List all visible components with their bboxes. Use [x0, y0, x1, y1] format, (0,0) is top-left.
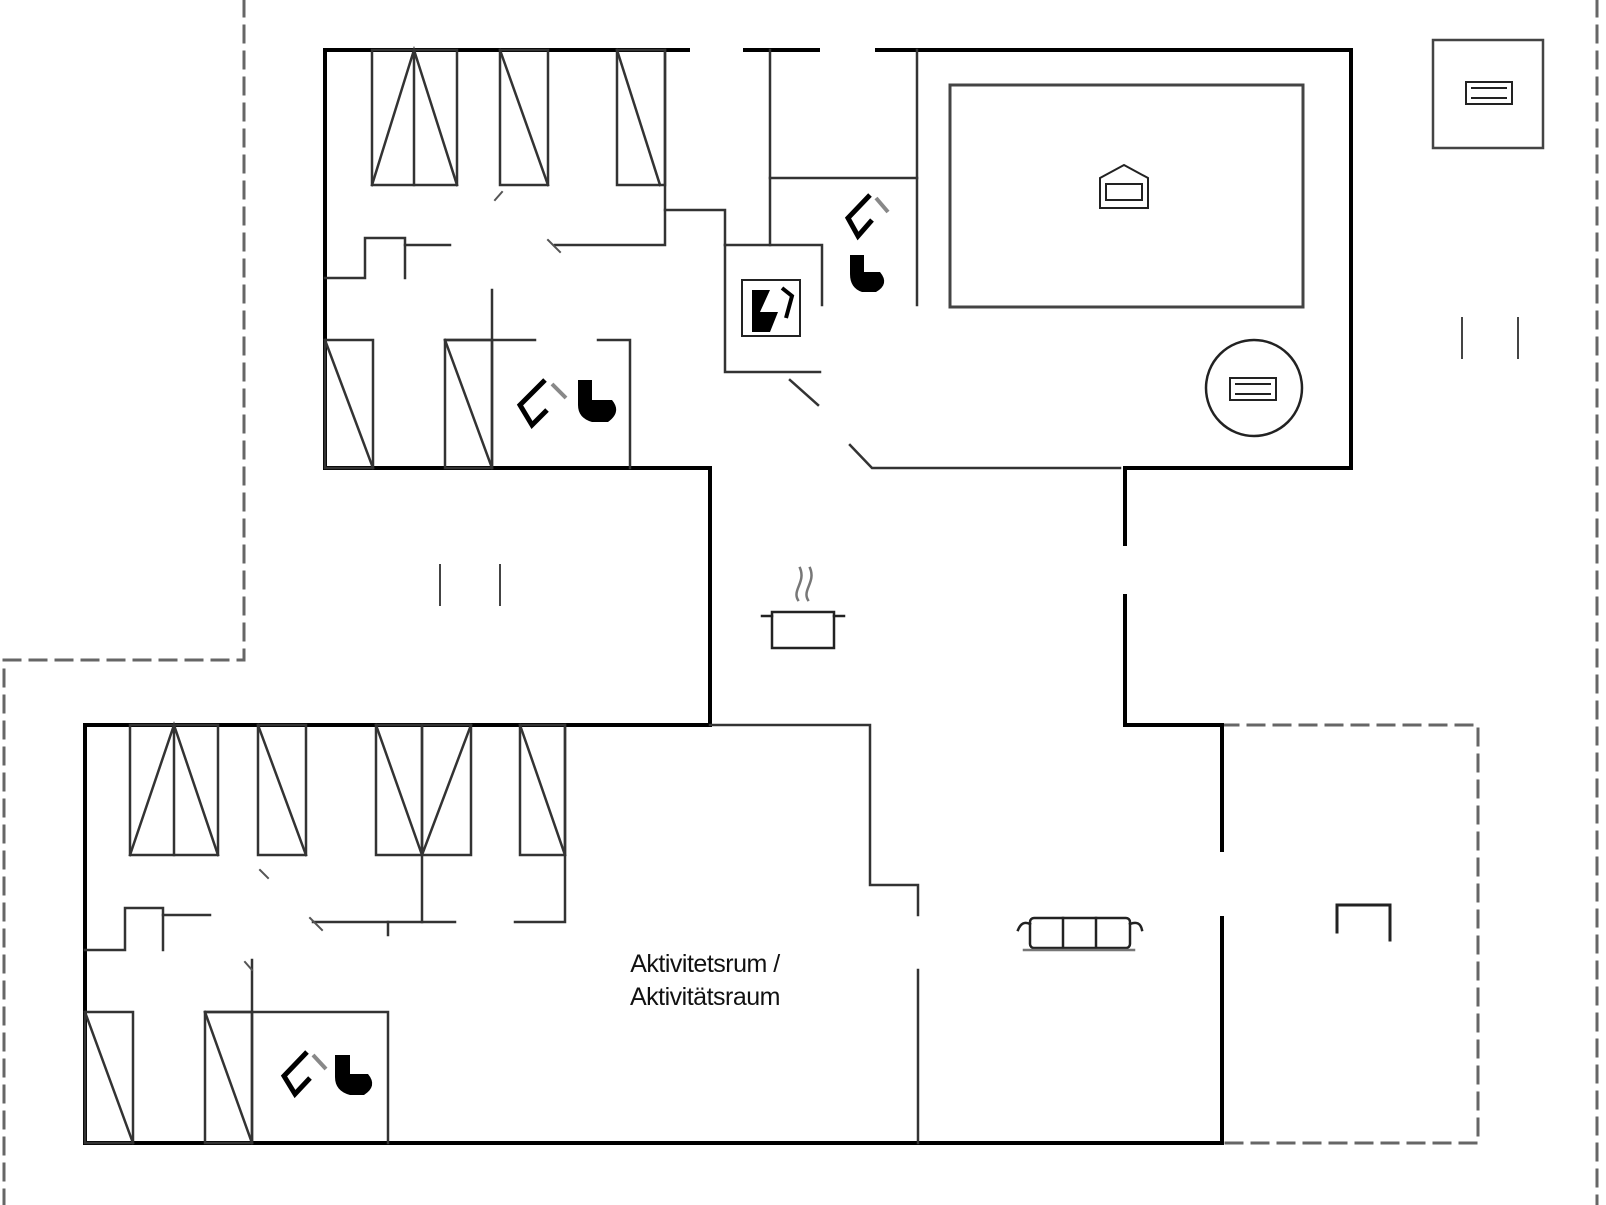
pool — [948, 83, 1305, 309]
shower-icon-a — [516, 378, 568, 430]
table-icon — [1335, 903, 1392, 942]
wardrobes — [83, 45, 667, 1145]
sofa-icon — [1016, 916, 1144, 952]
utility-box — [1431, 38, 1545, 150]
washer-dryer-icon — [752, 286, 795, 332]
cooking-pot-icon — [760, 566, 846, 650]
toilet-icon-a — [578, 380, 617, 422]
toilet-icon-b — [850, 255, 885, 292]
room-label-line1: Aktivitetsrum / — [630, 950, 780, 978]
room-label-line2: Aktivitätsraum — [630, 983, 780, 1011]
shower-icon-b — [844, 193, 890, 241]
toilet-icon-c — [335, 1055, 373, 1095]
spa-icon — [1204, 338, 1304, 438]
shower-icon-c — [280, 1050, 328, 1099]
washing-machine-icon — [1465, 81, 1513, 105]
door-marks — [243, 190, 562, 972]
room-label-activity: Aktivitetsrum / Aktivitätsraum — [560, 948, 850, 1014]
sauna-icon — [1099, 163, 1149, 209]
spa-grill — [1229, 377, 1277, 401]
kitchen-counter-icon — [741, 279, 801, 337]
bed-markers — [439, 317, 1519, 606]
